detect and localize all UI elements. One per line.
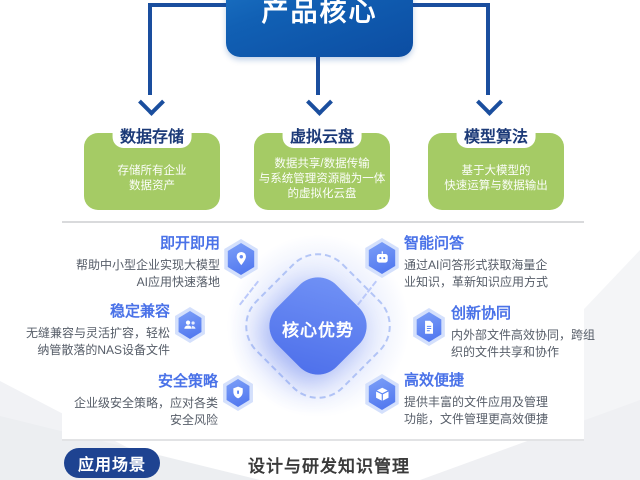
badge-label: 应用场景 xyxy=(77,457,146,474)
advantage-desc: 提供丰富的文件应用及管理 功能，文件管理更高效便捷 xyxy=(404,395,549,426)
advantage-item-innovative-collaboration: 创新协同 内外部文件高效协同，跨组 织的文件共享和协作 xyxy=(451,305,629,360)
package-icon xyxy=(363,374,401,414)
pin-icon xyxy=(222,239,260,279)
users-icon xyxy=(173,307,207,343)
column-title-model-algorithm: 模型算法 xyxy=(463,129,528,146)
column-desc: 存储所有企业 数据资产 xyxy=(117,165,187,192)
column-card-data-storage: 存储所有企业 数据资产 xyxy=(84,133,220,210)
advantage-title: 安全策略 xyxy=(157,373,218,390)
column-title-data-storage: 数据存储 xyxy=(119,129,184,146)
advantage-item-smart-qa: 智能问答 通过AI问答形式获取海量企 业知识，革新知识应用方式 xyxy=(404,235,582,290)
advantage-desc: 内外部文件高效协同，跨组 织的文件共享和协作 xyxy=(451,328,596,359)
advantage-item-security-policy: 安全策略 企业级安全策略，应对各类 安全风险 xyxy=(30,373,218,428)
advantage-title: 稳定兼容 xyxy=(109,303,170,320)
advantage-item-efficient-convenient: 高效便捷 提供丰富的文件应用及管理 功能，文件管理更高效便捷 xyxy=(404,372,584,427)
advantage-desc: 通过AI问答形式获取海量企 业知识，革新知识应用方式 xyxy=(404,258,549,289)
arrow-down-icon xyxy=(306,89,333,116)
connector-right-horizontal xyxy=(413,3,490,7)
arrow-down-icon xyxy=(476,89,503,116)
advantage-title: 智能问答 xyxy=(404,235,465,252)
shield-icon xyxy=(221,375,255,411)
column-desc: 基于大模型的 快速运算与数据输出 xyxy=(444,165,548,192)
document-icon xyxy=(411,308,447,346)
core-label: 核心优势 xyxy=(282,321,354,340)
advantage-title: 创新协同 xyxy=(451,305,512,322)
advantage-desc: 帮助中小型企业实现大模型 AI应用快速落地 xyxy=(75,258,220,289)
connector-left-horizontal xyxy=(148,3,226,7)
column-title-virtual-cloud-disk: 虚拟云盘 xyxy=(289,129,354,146)
advantage-desc: 企业级安全策略，应对各类 安全风险 xyxy=(73,396,218,427)
arrow-down-icon xyxy=(138,89,165,116)
product-core-box xyxy=(226,0,413,57)
connector-left-vertical xyxy=(148,3,152,95)
footer-scenario-title: 设计与研发知识管理 xyxy=(248,457,410,476)
column-desc: 数据共享/数据传输 与系统管理资源融为一体 的虚拟化云盘 xyxy=(258,157,386,200)
robot-icon xyxy=(363,238,401,278)
advantage-title: 高效便捷 xyxy=(404,372,465,389)
advantage-desc: 无缝兼容与灵活扩容，轻松 纳管散落的NAS设备文件 xyxy=(25,326,170,357)
connector-center-vertical xyxy=(316,57,320,95)
column-card-virtual-cloud-disk: 数据共享/数据传输 与系统管理资源融为一体 的虚拟化云盘 xyxy=(254,133,390,210)
product-core-title: 产品核心 xyxy=(261,0,378,27)
application-scenario-badge: 应用场景 xyxy=(64,448,160,478)
column-card-model-algorithm: 基于大模型的 快速运算与数据输出 xyxy=(428,133,564,210)
advantage-title: 即开即用 xyxy=(159,235,220,252)
connector-right-vertical xyxy=(486,3,490,95)
advantage-item-instant-use: 即开即用 帮助中小型企业实现大模型 AI应用快速落地 xyxy=(30,235,220,290)
advantage-item-stable-compatible: 稳定兼容 无缝兼容与灵活扩容，轻松 纳管散落的NAS设备文件 xyxy=(20,303,170,358)
